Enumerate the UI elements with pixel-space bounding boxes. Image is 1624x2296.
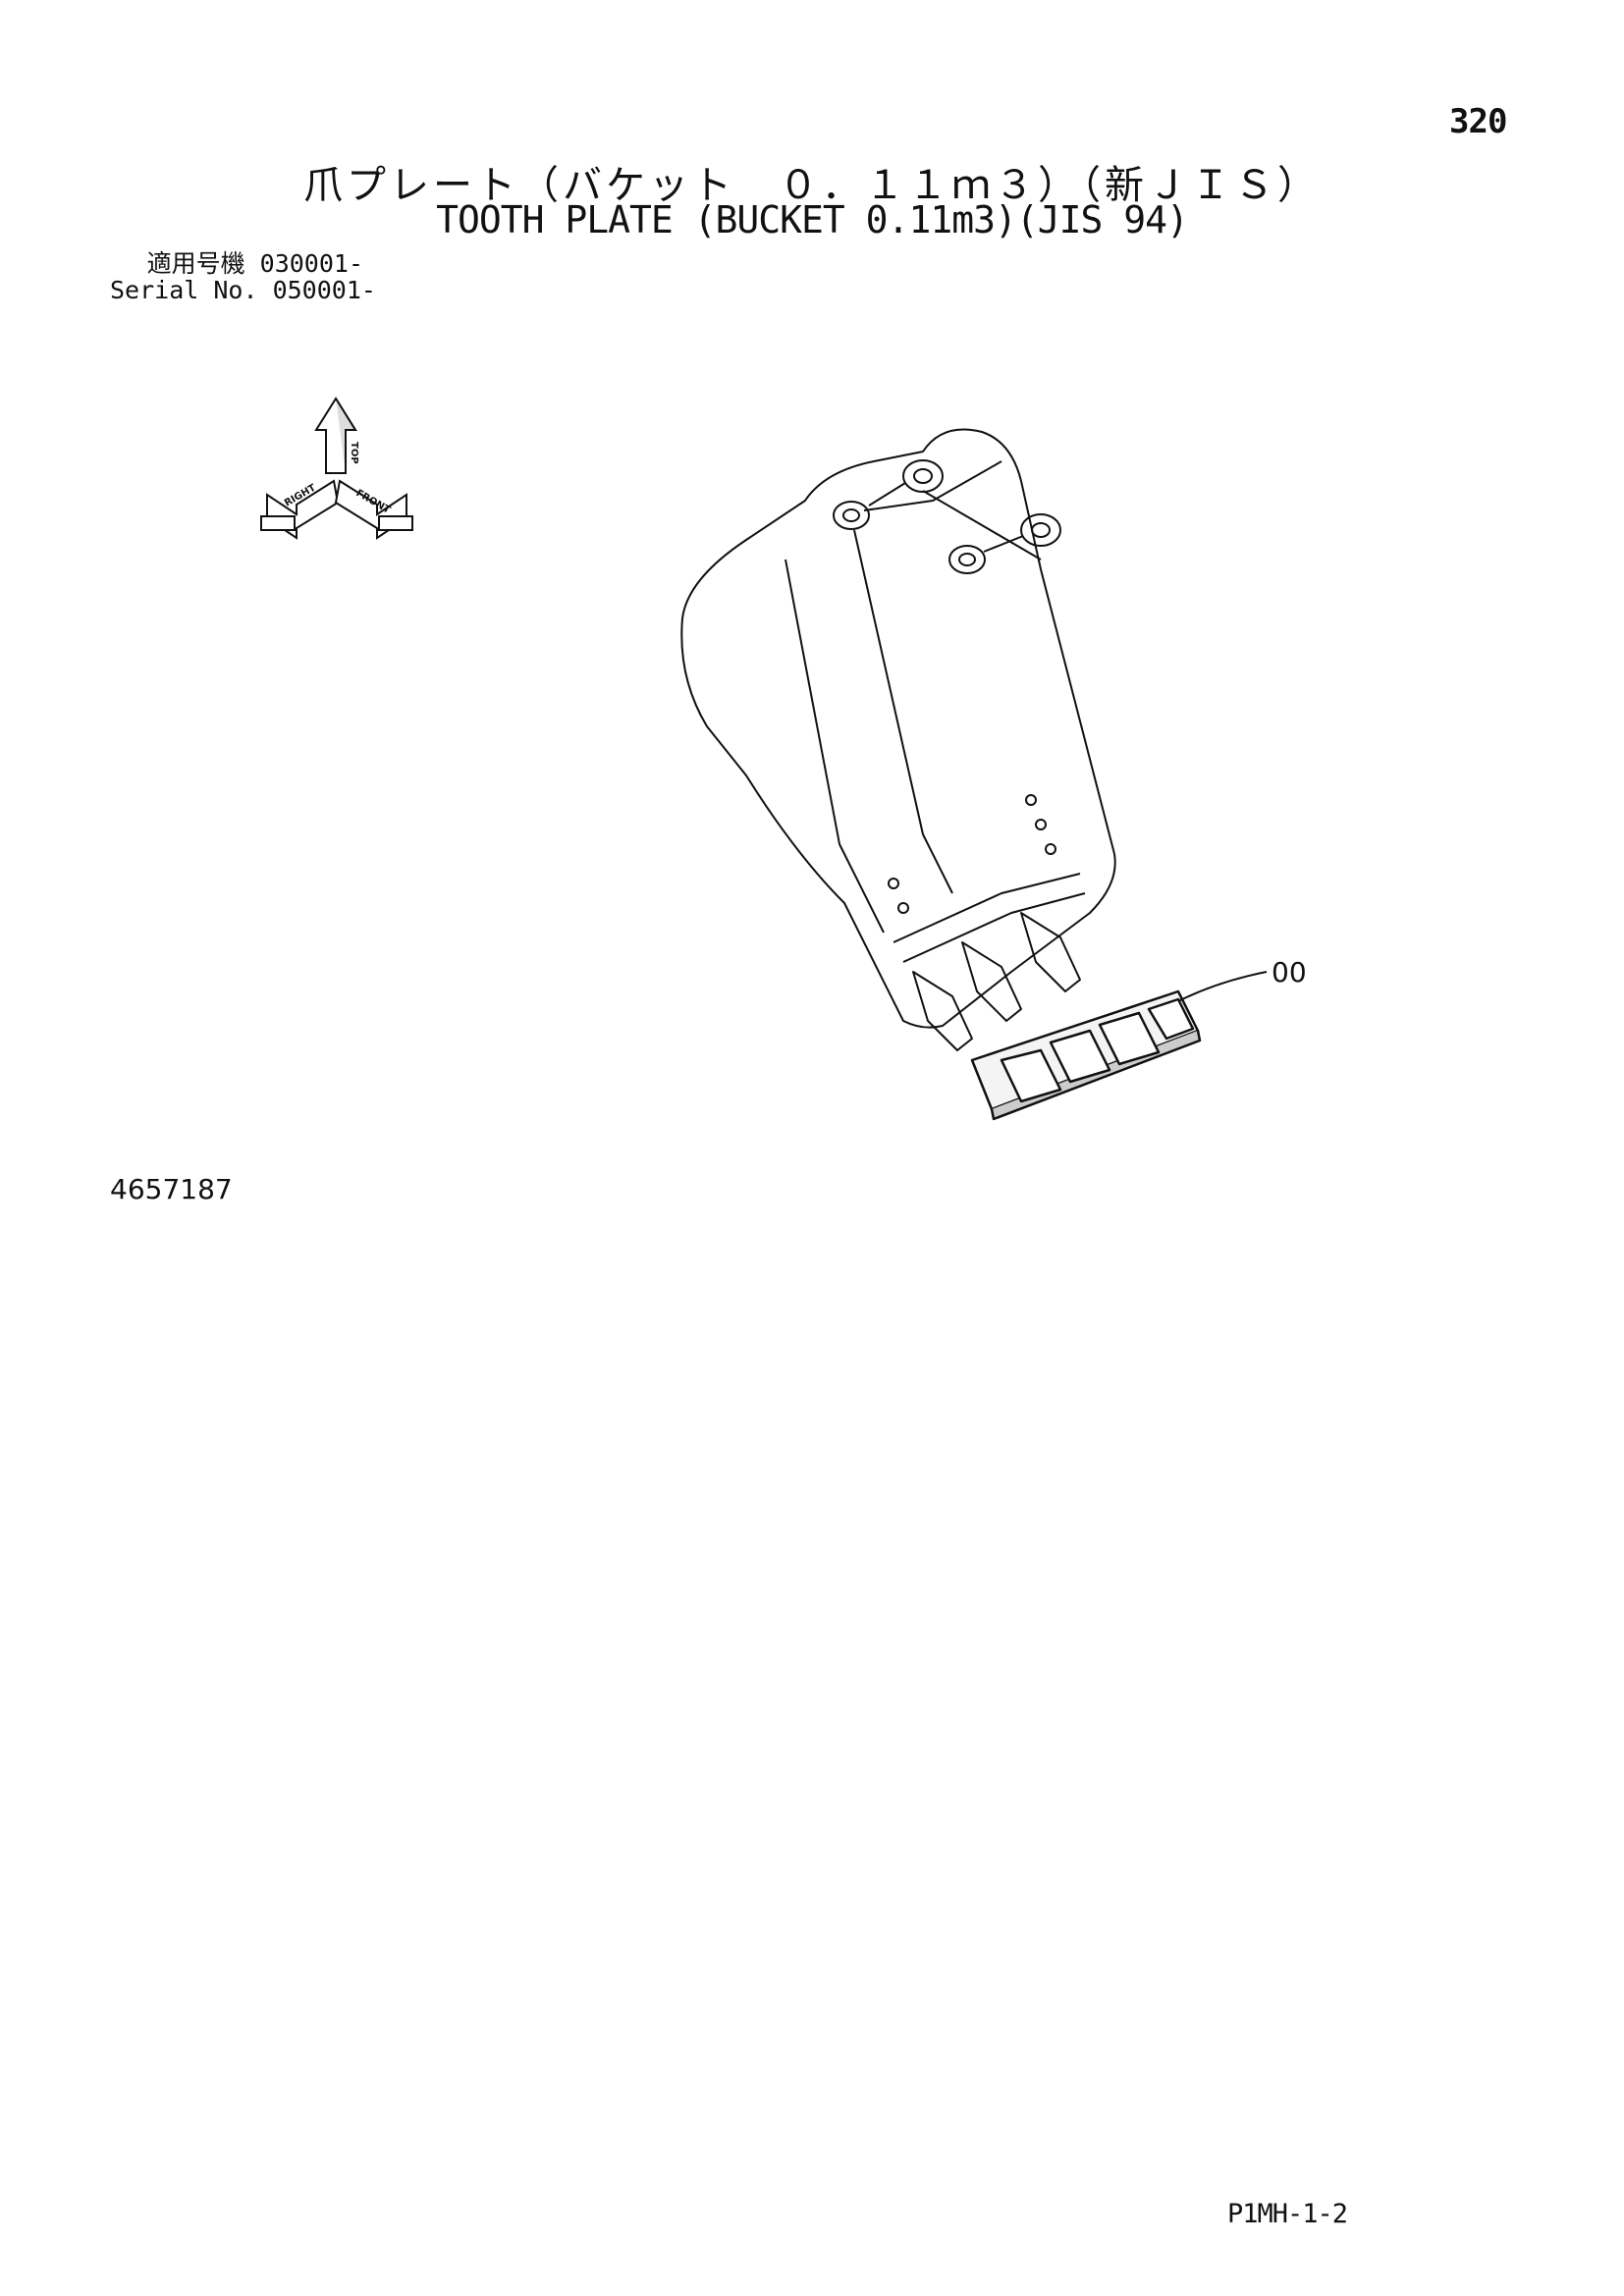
title-japanese: 爪プレート（バケット ０．１１ｍ３）（新ＪＩＳ） [303,163,1321,208]
bucket-tooth-2 [961,941,1022,1022]
serial-value-japanese: 030001- [259,249,363,278]
callout-leader-line [1177,971,1268,1002]
bucket-tooth-plate-drawing: 00 [680,428,1307,1121]
page-number: 320 [1449,102,1507,141]
mount-boss-4 [1020,513,1061,547]
bucket-tooth-1 [912,971,973,1051]
bucket-shell [680,428,1116,1029]
footer-code: P1MH-1-2 [1227,2199,1348,2229]
mount-boss-3 [948,545,986,574]
bucket-tooth-3 [1020,912,1081,992]
tooth-plate-part [970,989,1202,1121]
orientation-indicator-icon: TOP RIGHT FRONT [260,397,413,540]
callout-label-00: 00 [1272,956,1307,988]
serial-row-japanese: 適用号機 030001- [110,250,363,277]
serial-label-japanese: 適用号機 [146,249,245,278]
serial-value-english: 050001- [272,276,376,304]
drawing-number: 4657187 [110,1173,233,1205]
serial-label-english: Serial No. [110,276,258,304]
title-english: TOOTH PLATE (BUCKET 0.11m3)(JIS 94) [436,198,1189,241]
serial-row-english: Serial No. 050001- [110,276,376,304]
orientation-top-label: TOP [349,442,359,464]
mount-boss-1 [833,501,870,530]
serial-number-block: 適用号機 030001- Serial No. 050001- [110,250,376,304]
mount-boss-2 [902,459,944,493]
